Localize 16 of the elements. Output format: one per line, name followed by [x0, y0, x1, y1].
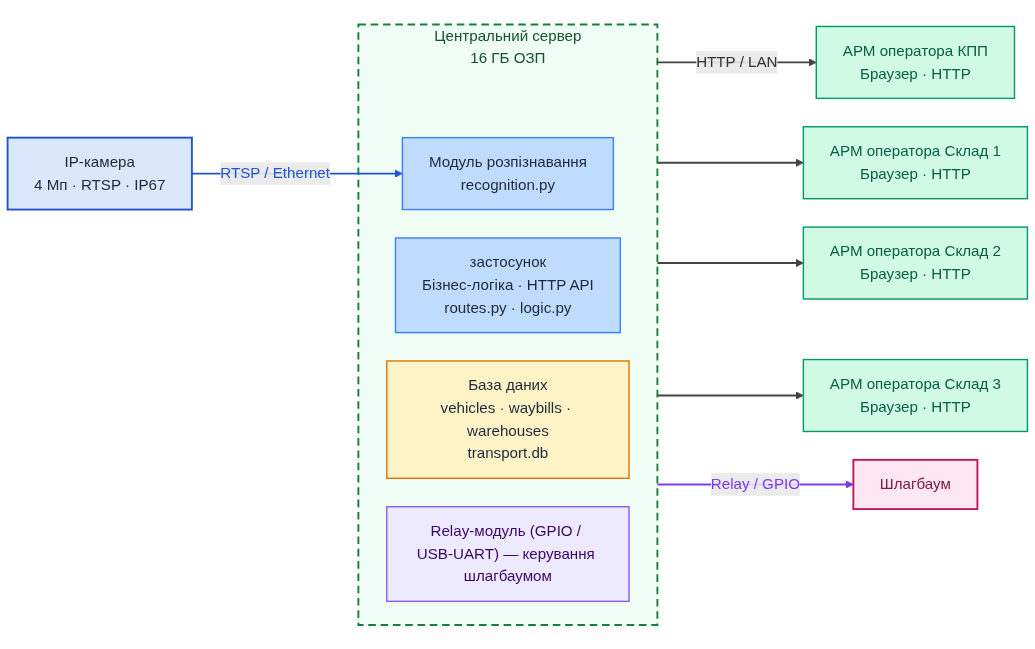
edge-label: RTSP / Ethernet	[220, 164, 330, 181]
arrow	[656, 258, 804, 267]
node-box: АРМ оператора Склад 2 Браузер · HTTP	[802, 226, 1029, 300]
node-box: АРМ оператора Склад 1 Браузер · HTTP	[802, 125, 1029, 200]
node-box: Модуль розпізнавання recognition.py	[401, 136, 615, 210]
node-box: АРМ оператора КПП Браузер · HTTP	[815, 25, 1016, 99]
edge-label: HTTP / LAN	[696, 53, 778, 70]
node-box: IP-камера 4 Мп · RTSP · IP67	[6, 136, 193, 211]
node-box: Шлагбаум	[852, 458, 979, 510]
node-box: АРМ оператора Склад 3 Браузер · HTTP	[802, 358, 1029, 432]
node-box: застосунок Бізнес-логіка · HTTP API routes.py · logic.py	[394, 236, 621, 333]
edge-label: Relay / GPIO	[710, 475, 800, 492]
node-box: Relay-модуль (GPIO / USB-UART) — керування шлагбаумом	[386, 505, 630, 602]
arrow	[656, 158, 804, 167]
arrow	[656, 391, 804, 400]
node-box: База даних vehicles · waybills · warehouses transport.db	[386, 360, 630, 479]
